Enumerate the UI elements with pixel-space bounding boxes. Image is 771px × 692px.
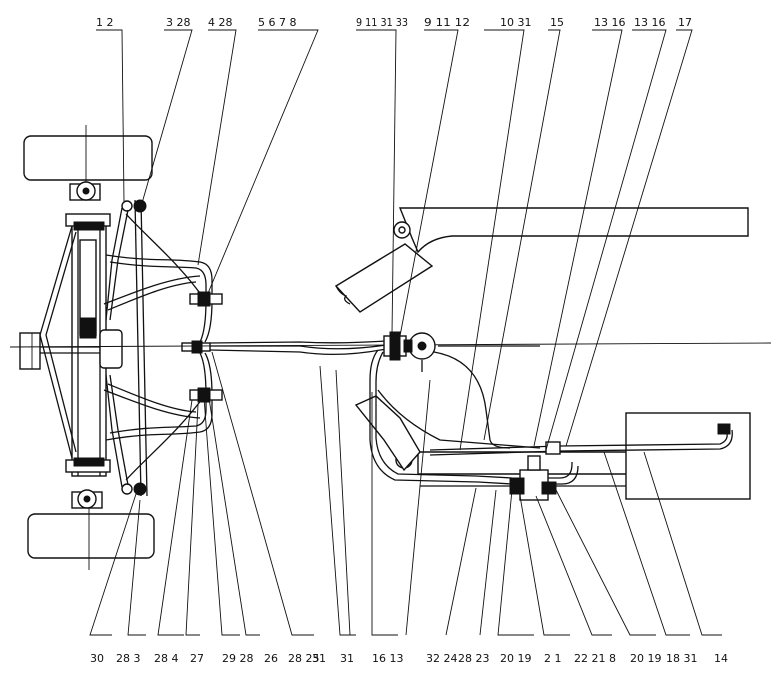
callout-bottom-5: 29 28 xyxy=(222,652,254,665)
callout-bottom-16: 20 19 xyxy=(630,652,662,665)
callout-bottom-3: 28 4 xyxy=(154,652,179,665)
callout-bottom-12: 28 23 xyxy=(458,652,490,665)
callout-bottom-14: 2 1 xyxy=(544,652,562,665)
callout-top-9: 13 16 xyxy=(594,16,626,29)
callout-top-10: 13 16 xyxy=(634,16,666,29)
center-housing xyxy=(99,329,123,369)
callout-bottom-11: 32 24 xyxy=(426,652,458,665)
callout-top-6: 9 11 12 xyxy=(424,16,470,29)
callout-bottom-6: 26 xyxy=(264,652,278,665)
callout-top-8: 15 xyxy=(550,16,564,29)
callout-bottom-8: 31 xyxy=(340,652,354,665)
rear-reservoir-box xyxy=(625,412,751,500)
callout-bottom-15: 22 21 8 xyxy=(574,652,616,665)
callout-bottom-18: 14 xyxy=(714,652,728,665)
callout-top-1: 1 2 xyxy=(96,16,114,29)
callout-bottom-4: 27 xyxy=(190,652,204,665)
callout-top-11: 17 xyxy=(678,16,692,29)
callout-top-5: 9 11 31 33 xyxy=(356,16,408,29)
callout-top-3: 4 28 xyxy=(208,16,233,29)
callouts-top: 1 2 3 28 4 28 5 6 7 8 9 11 31 33 9 11 12… xyxy=(96,16,692,29)
upper-wheel xyxy=(23,135,153,181)
callout-bottom-1: 30 xyxy=(90,652,104,665)
leader-lines xyxy=(89,29,722,636)
callout-bottom-10: 16 13 xyxy=(372,652,404,665)
front-axle-assembly xyxy=(19,125,155,570)
valves-and-rear-piping xyxy=(369,331,733,501)
callout-bottom-2: 28 3 xyxy=(116,652,141,665)
callout-bottom-17: 18 31 xyxy=(666,652,698,665)
lower-wheel xyxy=(27,513,155,559)
callout-top-2: 3 28 xyxy=(166,16,191,29)
callout-bottom-9: 31 xyxy=(312,652,326,665)
callout-bottom-7: 28 25 xyxy=(288,652,320,665)
callout-top-4: 5 6 7 8 xyxy=(258,16,296,29)
front-brake-hoses xyxy=(103,213,223,481)
callouts-bottom: 30 28 3 28 4 27 29 28 26 28 25 31 31 16 … xyxy=(90,652,728,665)
callout-bottom-13: 20 19 xyxy=(500,652,532,665)
callout-top-7: 10 31 xyxy=(500,16,532,29)
